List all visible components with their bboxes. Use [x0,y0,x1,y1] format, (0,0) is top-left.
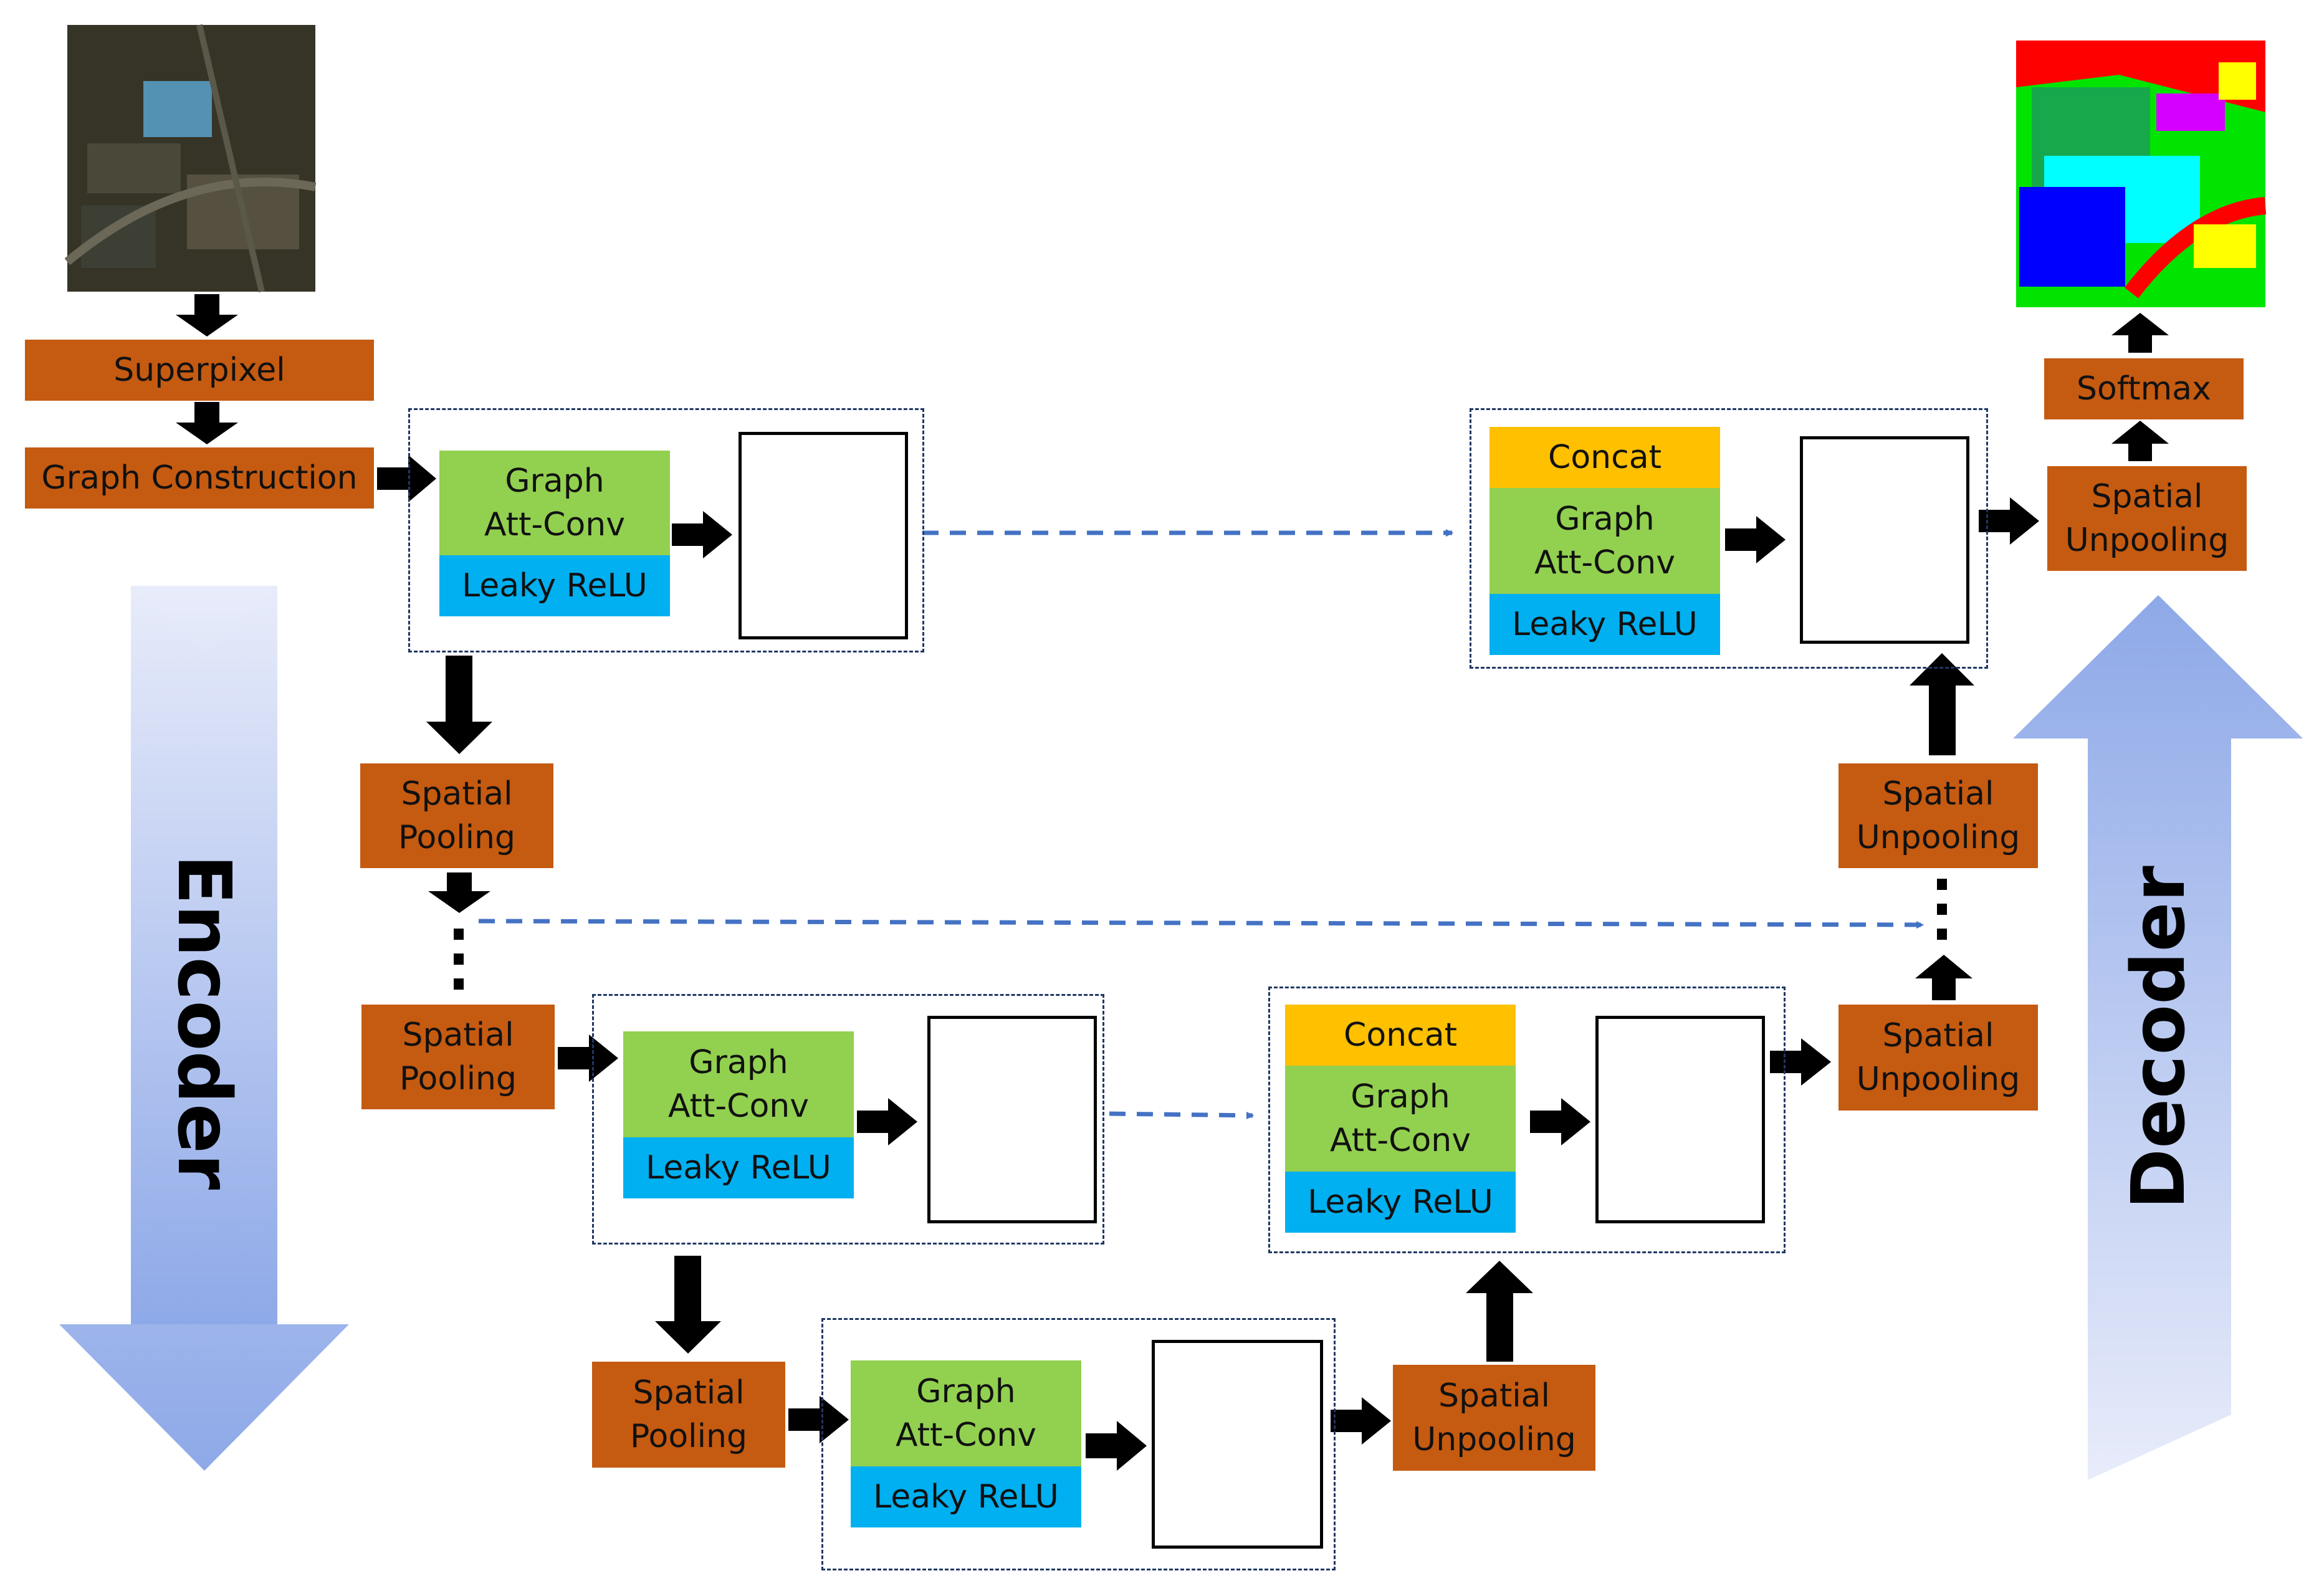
spatial-unpooling-box: Spatial Unpooling [2047,466,2247,571]
graph-att-conv-box: Graph Att-Conv [1285,1066,1516,1172]
graph-panel [927,1016,1097,1223]
decoder-arrow [2013,595,2303,1480]
encoder-label: Encoder [161,854,247,1190]
superpixel-box: Superpixel [25,340,374,401]
graph-panel [1152,1340,1323,1549]
encoder-arrow [59,586,349,1471]
graph-att-conv-box: Graph Att-Conv [851,1360,1081,1466]
decoder-block-2 [1268,987,1786,1253]
concat-box: Concat [1285,1005,1516,1066]
spatial-pooling-box: Spatial Pooling [592,1362,785,1468]
spatial-unpooling-box: Spatial Unpooling [1838,763,2038,868]
decoder-block-1 [1470,408,1988,669]
graph-att-conv-box: Graph Att-Conv [439,451,670,555]
leaky-relu-box: Leaky ReLU [623,1137,854,1198]
leaky-relu-box: Leaky ReLU [1285,1172,1516,1233]
bottleneck-block [821,1318,1336,1570]
graph-panel [739,432,908,639]
concat-box: Concat [1489,427,1720,488]
graph-construction-box: Graph Construction [25,447,374,509]
graph-att-conv-box: Graph Att-Conv [623,1031,854,1137]
softmax-box: Softmax [2044,358,2244,419]
leaky-relu-box: Leaky ReLU [1489,594,1720,655]
graph-att-conv-box: Graph Att-Conv [1489,488,1720,594]
input-aerial-image [64,24,317,293]
encoder-block-2 [592,994,1104,1245]
graph-panel [1595,1016,1765,1223]
encoder-block-1 [408,408,924,652]
leaky-relu-box: Leaky ReLU [439,555,670,616]
spatial-pooling-box: Spatial Pooling [361,1005,555,1109]
spatial-unpooling-box: Spatial Unpooling [1838,1005,2038,1111]
flow-arrows [176,294,2169,1471]
decoder-label: Decoder [2115,866,2201,1210]
leaky-relu-box: Leaky ReLU [851,1466,1081,1527]
ellipsis-dots [454,879,1947,990]
skip-connections [478,533,1923,1116]
spatial-pooling-box: Spatial Pooling [360,763,553,868]
output-classification-map [2016,41,2267,307]
spatial-unpooling-box: Spatial Unpooling [1393,1365,1595,1471]
graph-panel [1800,436,1969,644]
